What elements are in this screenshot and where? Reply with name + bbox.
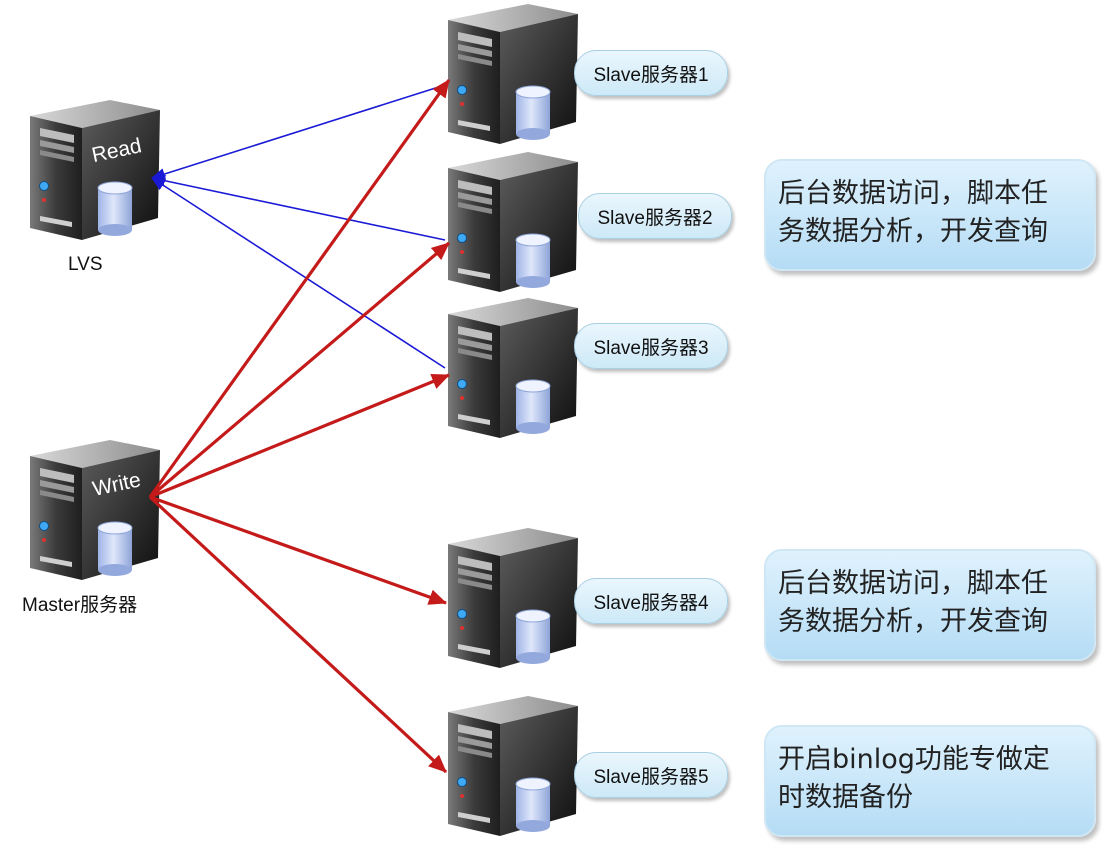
master-label: Master服务器: [22, 595, 138, 616]
slave-server-4: [447, 527, 579, 669]
replication-arrow-slave2: [148, 241, 451, 499]
slave-label-3: Slave服务器3: [574, 323, 728, 369]
lvs-server: Read: [29, 99, 161, 241]
role-note-2: 后台数据访问，脚本任 务数据分析，开发查询: [764, 549, 1096, 661]
slave-server-1: [447, 3, 579, 145]
master-server: Write: [29, 439, 161, 581]
slave-label-2: Slave服务器2: [578, 193, 732, 239]
replication-arrow-slave3: [149, 373, 450, 499]
slave-label-5: Slave服务器5: [574, 752, 728, 798]
lvs-label: LVS: [68, 254, 103, 275]
read-arrow-slave3: [151, 177, 446, 369]
role-note-1-line1: 后台数据访问，脚本任: [778, 178, 1048, 209]
slave-label-4: Slave服务器4: [574, 578, 728, 624]
slave-server-5: [447, 695, 579, 837]
role-note-3-line2: 时数据备份: [778, 782, 913, 813]
replication-arrows: [148, 79, 451, 774]
role-note-2-line2: 务数据分析，开发查询: [778, 606, 1048, 637]
slave-server-2: [447, 151, 579, 293]
slave-server-3: [447, 297, 579, 439]
read-arrow-slave2: [151, 174, 446, 241]
read-arrows: [151, 84, 446, 369]
role-note-3-line1: 开启binlog功能专做定: [778, 744, 1050, 775]
role-note-3: 开启binlog功能专做定 时数据备份: [764, 725, 1096, 837]
replication-arrow-slave1: [148, 79, 451, 498]
role-note-1: 后台数据访问，脚本任 务数据分析，开发查询: [764, 159, 1096, 271]
role-note-2-line1: 后台数据访问，脚本任: [778, 568, 1048, 599]
read-arrow-slave1: [151, 84, 446, 180]
replication-arrow-slave4: [149, 495, 447, 605]
slave-label-1: Slave服务器1: [574, 50, 728, 96]
role-note-1-line2: 务数据分析，开发查询: [778, 216, 1048, 247]
replication-arrow-slave5: [148, 495, 448, 774]
